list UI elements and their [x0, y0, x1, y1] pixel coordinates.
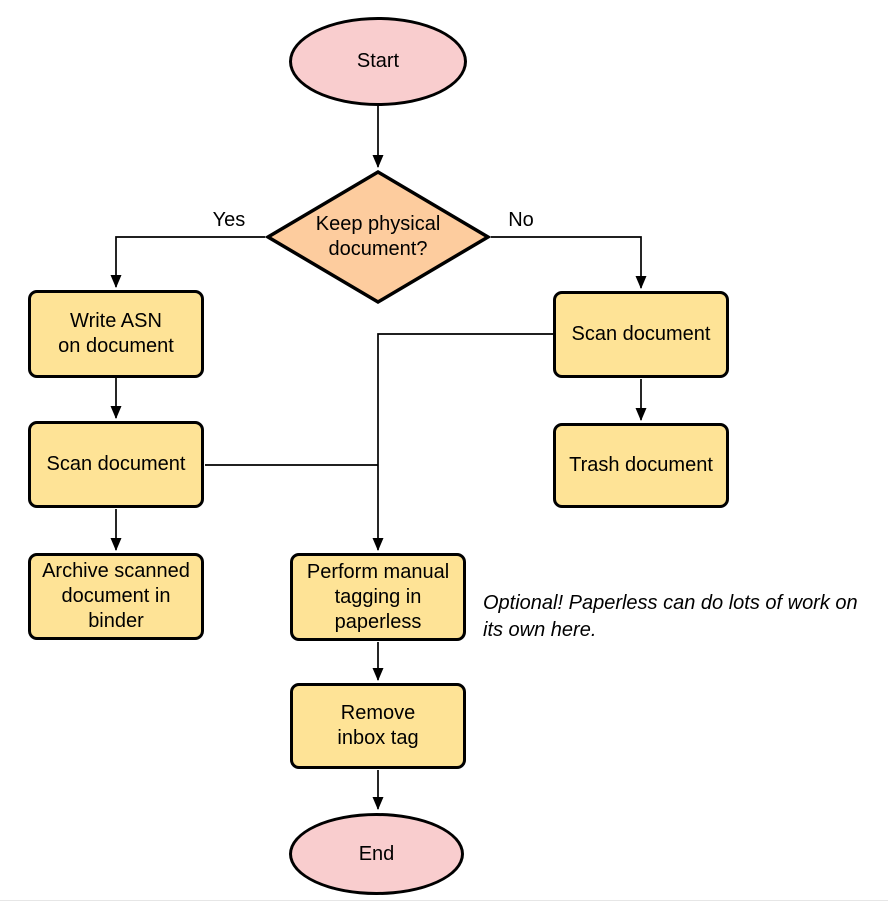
page-edge-line [0, 900, 888, 901]
edge-label-no: No [508, 209, 534, 231]
node-end-label: End [358, 842, 395, 865]
node-scan-document-left-label: Scan document [46, 453, 186, 475]
edge-decision-yes-to-write-asn [110, 236, 265, 288]
node-start: Start [289, 17, 467, 106]
node-scan-document-right-label: Scan document [571, 323, 711, 345]
node-write-asn-label: Write ASN on document [58, 310, 174, 357]
node-remove-inbox-tag: Remove inbox tag [290, 683, 466, 769]
node-remove-inbox-label: Remove inbox tag [337, 702, 419, 749]
node-archive-label: Archive scanned document in binder [42, 560, 190, 632]
node-start-label: Start [356, 50, 400, 72]
node-perform-manual-tagging: Perform manual tagging in paperless [290, 553, 466, 641]
node-trash-document: Trash document [553, 423, 729, 508]
node-decision-label: Keep physical document? [315, 213, 441, 260]
node-scan-document-left: Scan document [28, 421, 204, 508]
node-archive-scanned-document: Archive scanned document in binder [28, 553, 204, 640]
node-trash-label: Trash document [569, 454, 713, 476]
diamond-shape [265, 169, 491, 305]
edge-scan-right-to-tagging [372, 333, 553, 551]
node-tagging-label: Perform manual tagging in paperless [306, 560, 450, 633]
edge-decision-no-to-scan-right [491, 236, 647, 289]
node-write-asn-on-document: Write ASN on document [28, 290, 204, 378]
node-end: End [289, 813, 464, 895]
node-decision-keep-physical-document: Keep physical document? [265, 169, 491, 305]
optional-note: Optional! Paperless can do lots of work … [483, 592, 858, 641]
edge-label-yes: Yes [212, 209, 246, 231]
node-scan-document-right: Scan document [553, 291, 729, 378]
